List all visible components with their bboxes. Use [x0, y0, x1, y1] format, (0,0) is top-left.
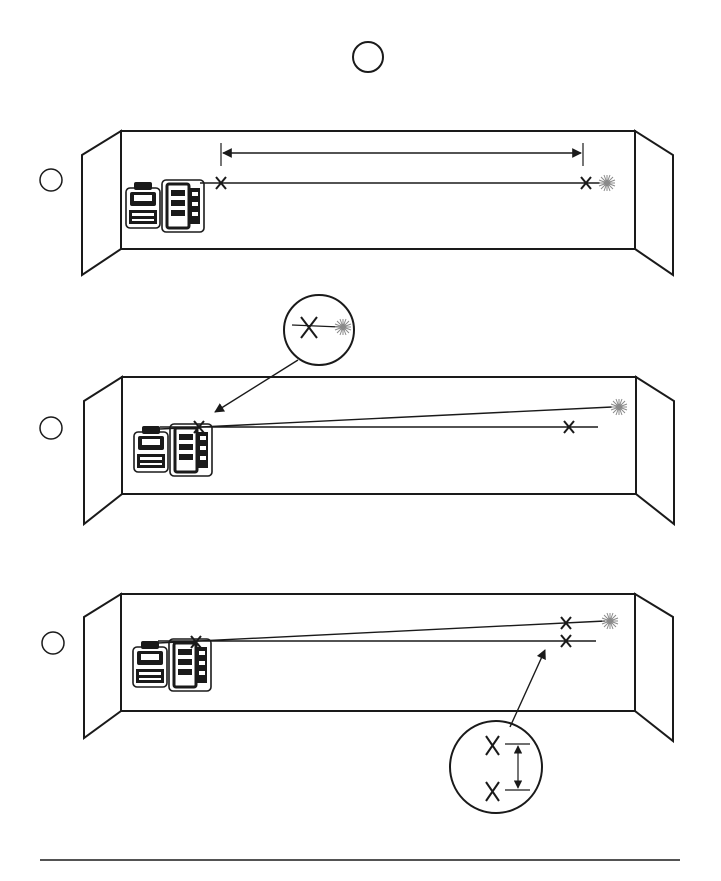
panel-1-laser-glow-icon: [599, 175, 615, 191]
panel-2-right-wall: [636, 377, 674, 524]
panel-1-laser-device: [126, 180, 204, 232]
panel-2-step-circle: [40, 417, 62, 439]
panel-2-callout-glow-icon: [335, 319, 351, 335]
panel-3-laser-line-tilted: [158, 621, 605, 643]
panel-2-laser-glow-icon: [611, 399, 627, 415]
panel-3-step-circle: [42, 632, 64, 654]
panel-2-callout-mark: [301, 317, 317, 338]
panel-3-right-wall: [635, 594, 673, 741]
panel-1-step-circle: [40, 169, 62, 191]
panel-3-callout-circle: [450, 721, 542, 813]
panel-3: [42, 594, 673, 813]
panel-3-callout-arrow: [510, 650, 545, 727]
panel-3-callout-mark-upper: [486, 736, 499, 755]
panel-2-callout-line: [292, 325, 340, 327]
panel-3-callout-mark-lower: [486, 782, 499, 801]
step-marker-circle: [353, 42, 383, 72]
panel-1-left-wall: [82, 131, 121, 275]
panel-2-callout-arrow: [215, 360, 298, 412]
panel-2: [40, 295, 674, 524]
panel-3-laser-glow-icon: [602, 613, 618, 629]
panel-1-right-wall: [635, 131, 673, 275]
panel-2-laser-line-tilted: [160, 407, 612, 429]
panel-3-left-wall: [84, 594, 121, 738]
panel-2-left-wall: [84, 377, 122, 524]
panel-1: [40, 131, 673, 275]
panel-2-laser-device: [134, 424, 212, 476]
